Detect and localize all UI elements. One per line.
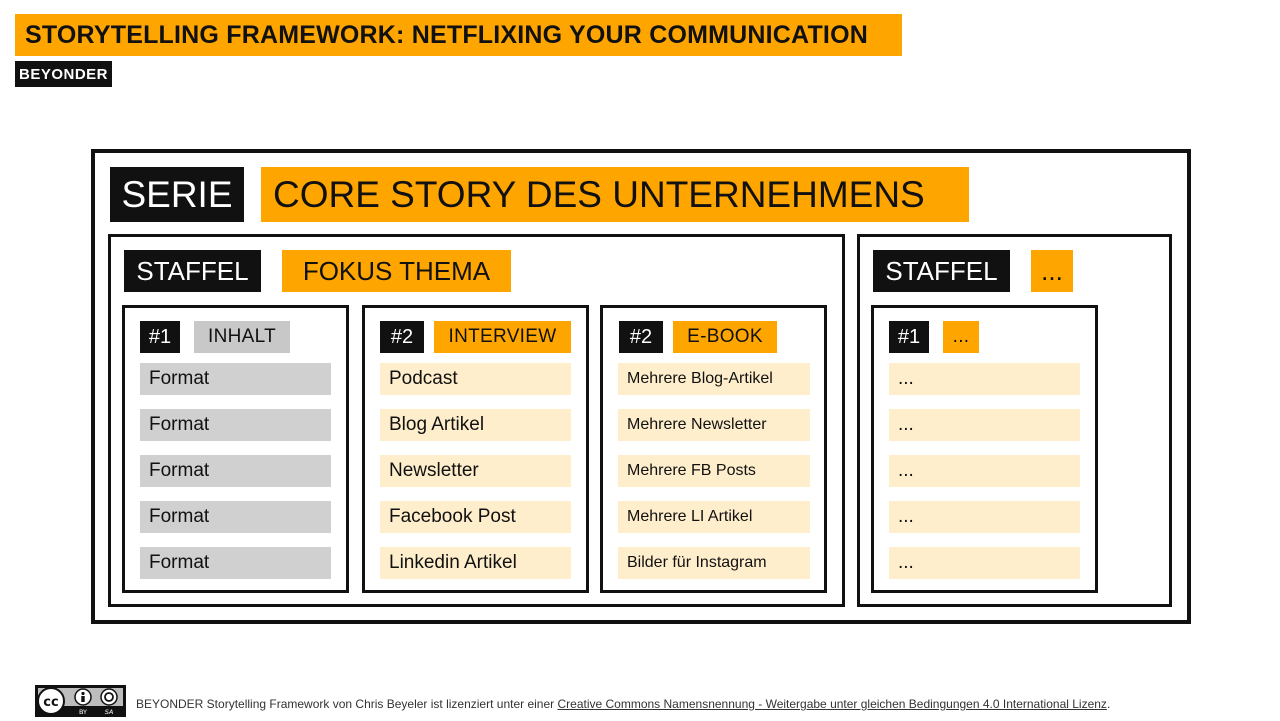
license-end: . [1106,697,1111,711]
format-item: ... [889,455,1080,487]
staffel-2-title: ... [1031,250,1073,292]
format-item: Mehrere FB Posts [618,455,810,487]
staffel-1-title: FOKUS THEMA [282,250,511,292]
episode-1-number: #1 [140,321,180,353]
format-item: Format [140,409,331,441]
format-item: Newsletter [380,455,571,487]
format-item: Blog Artikel [380,409,571,441]
episode-2-number: #2 [380,321,424,353]
episode-1-frame [122,305,349,593]
episode-3-tag: E-BOOK [673,321,777,353]
format-item: Mehrere Newsletter [618,409,810,441]
page-title: STORYTELLING FRAMEWORK: NETFLIXING YOUR … [25,20,868,49]
episode-1-tag: INHALT [194,321,290,353]
format-item: Mehrere Blog-Artikel [618,363,810,395]
episode-3-number: #2 [619,321,663,353]
cc-by-label: BY [79,708,87,716]
beyonder-logo: BEYONDER [15,61,112,87]
format-item: ... [889,501,1080,533]
license-text: BEYONDER Storytelling Framework von Chri… [136,697,558,711]
staffel-2-episode-1-number: #1 [889,321,929,353]
format-item: Bilder für Instagram [618,547,810,579]
license-notice: BEYONDER Storytelling Framework von Chri… [136,697,1110,711]
staffel-2-episode-1-tag: ... [943,321,979,353]
title-banner: STORYTELLING FRAMEWORK: NETFLIXING YOUR … [15,14,902,56]
cc-license-icon: cc BY SA [36,686,125,716]
cc-sa-label: SA [105,708,114,716]
license-link[interactable]: Creative Commons Namensnennung - Weiterg… [557,697,1107,711]
serie-label: SERIE [110,167,244,222]
cc-by-sa-badge[interactable]: cc BY SA [35,685,126,717]
episode-2-frame [362,305,589,593]
format-item: Facebook Post [380,501,571,533]
staffel-1-label: STAFFEL [124,250,261,292]
format-item: Podcast [380,363,571,395]
format-item: ... [889,409,1080,441]
episode-3-frame [600,305,827,593]
staffel-2-episode-1-frame [871,305,1098,593]
format-item: Mehrere LI Artikel [618,501,810,533]
format-item: Format [140,547,331,579]
serie-title: CORE STORY DES UNTERNEHMENS [261,167,969,222]
episode-2-tag: INTERVIEW [434,321,571,353]
format-item: Format [140,363,331,395]
format-item: ... [889,547,1080,579]
format-item: ... [889,363,1080,395]
format-item: Linkedin Artikel [380,547,571,579]
svg-text:cc: cc [43,695,58,710]
staffel-2-label: STAFFEL [873,250,1010,292]
format-item: Format [140,501,331,533]
format-item: Format [140,455,331,487]
